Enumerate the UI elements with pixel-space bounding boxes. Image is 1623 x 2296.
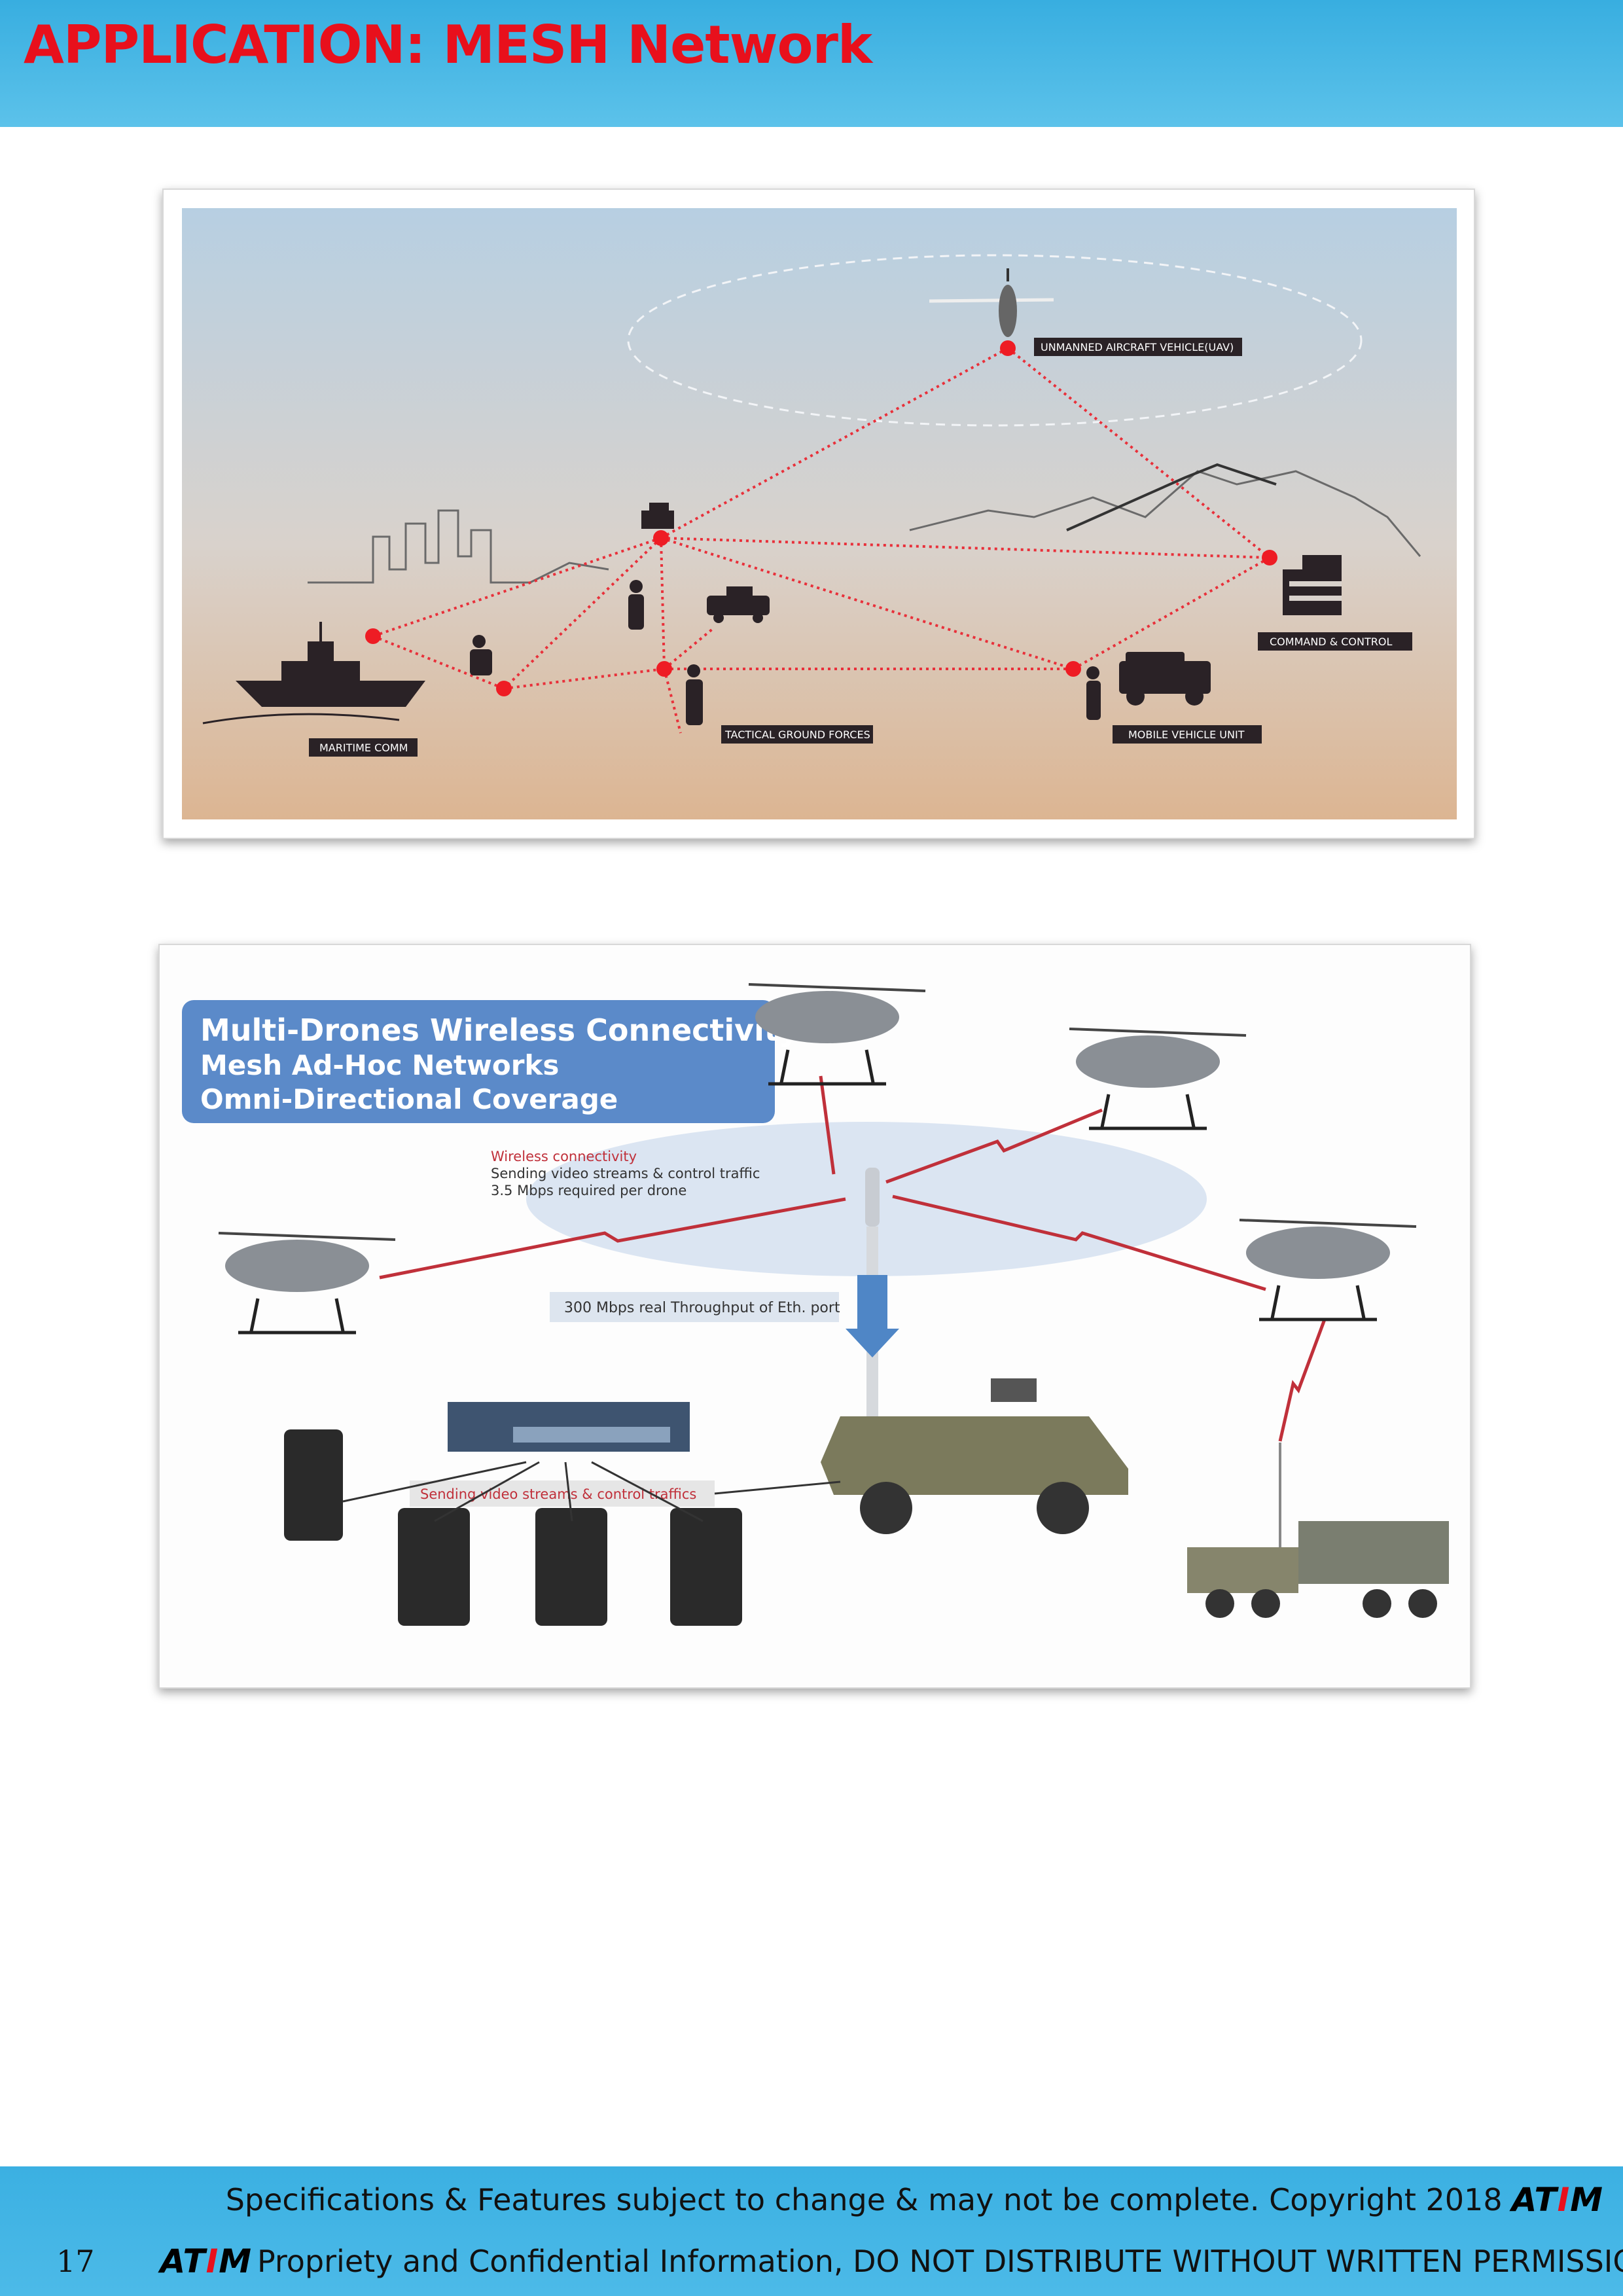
page-header: APPLICATION: MESH Network xyxy=(0,0,1623,127)
label-uav: UNMANNED AIRCRAFT VEHICLE(UAV) xyxy=(1034,338,1242,356)
command-building-icon xyxy=(1283,555,1342,615)
page-title: APPLICATION: MESH Network xyxy=(24,14,872,75)
confidential-text: Propriety and Confidential Information, … xyxy=(257,2244,1623,2279)
sending-label: Sending video streams & control traffics xyxy=(410,1480,715,1507)
wireless-line-2: 3.5 Mbps required per drone xyxy=(491,1183,687,1198)
label-mobile: MOBILE VEHICLE UNIT xyxy=(1113,725,1262,744)
armored-vehicle-icon xyxy=(821,1378,1128,1534)
multi-drone-illustration: Multi-Drones Wireless Connectivity Mesh … xyxy=(160,945,1470,1687)
label-maritime: MARITIME COMM xyxy=(309,738,418,757)
down-arrow-icon xyxy=(846,1275,899,1357)
city-skyline-icon xyxy=(308,509,609,584)
drone-icons xyxy=(218,983,1417,1335)
svg-text:Sending video streams & contro: Sending video streams & control traffics xyxy=(420,1486,696,1502)
truck-icon xyxy=(1187,1443,1449,1618)
footer-confidential: 17 ATIM Propriety and Confidential Infor… xyxy=(0,2242,1623,2280)
atim-logo-2: ATIM xyxy=(160,2242,252,2280)
svg-text:MARITIME COMM: MARITIME COMM xyxy=(319,742,408,754)
svg-text:UNMANNED AIRCRAFT VEHICLE(UAV): UNMANNED AIRCRAFT VEHICLE(UAV) xyxy=(1041,341,1234,353)
ship-icon xyxy=(202,622,425,725)
svg-text:300 Mbps real Throughput of Et: 300 Mbps real Throughput of Eth. port xyxy=(564,1300,840,1316)
feature-banner: Multi-Drones Wireless Connectivity Mesh … xyxy=(182,1000,798,1123)
svg-text:MOBILE VEHICLE UNIT: MOBILE VEHICLE UNIT xyxy=(1128,728,1245,741)
label-tactical: TACTICAL GROUND FORCES xyxy=(721,725,873,744)
uav-helicopter-icon xyxy=(929,268,1054,337)
radio-links xyxy=(379,1075,1327,1442)
armored-car-icon xyxy=(707,586,770,623)
soldier-icons xyxy=(470,580,1101,725)
label-command: COMMAND & CONTROL xyxy=(1258,632,1412,651)
uav-orbit xyxy=(627,254,1363,427)
cables xyxy=(342,1461,841,1522)
sky-background xyxy=(182,208,1457,819)
disclaimer-text: Specifications & Features subject to cha… xyxy=(225,2182,1503,2217)
network-switch-icon xyxy=(448,1402,690,1452)
atim-logo: ATIM xyxy=(1511,2181,1603,2219)
throughput-label: 300 Mbps real Throughput of Eth. port xyxy=(550,1292,840,1322)
svg-text:Omni-Directional Coverage: Omni-Directional Coverage xyxy=(200,1083,618,1115)
page-number: 17 xyxy=(56,2244,95,2279)
page-footer: Specifications & Features subject to cha… xyxy=(0,2166,1623,2296)
svg-text:Mesh Ad-Hoc Networks: Mesh Ad-Hoc Networks xyxy=(200,1049,559,1081)
ridge-icon xyxy=(1066,463,1277,531)
svg-text:COMMAND & CONTROL: COMMAND & CONTROL xyxy=(1270,636,1392,648)
mesh-network-diagram: UNMANNED AIRCRAFT VEHICLE(UAV) COMMAND &… xyxy=(162,188,1475,839)
wireless-title: Wireless connectivity xyxy=(491,1149,637,1164)
multi-drone-diagram: Multi-Drones Wireless Connectivity Mesh … xyxy=(158,944,1471,1689)
mesh-links xyxy=(372,347,1271,734)
hq-building-icon xyxy=(641,503,674,529)
mobile-vehicle-icon xyxy=(1119,652,1211,706)
mesh-network-illustration: UNMANNED AIRCRAFT VEHICLE(UAV) COMMAND &… xyxy=(182,208,1457,819)
wireless-line-1: Sending video streams & control traffic xyxy=(491,1166,760,1181)
svg-text:TACTICAL GROUND FORCES: TACTICAL GROUND FORCES xyxy=(724,728,870,741)
footer-disclaimer: Specifications & Features subject to cha… xyxy=(226,2181,1613,2219)
mesh-nodes xyxy=(365,340,1277,696)
ground-station-icons xyxy=(284,1429,742,1626)
svg-text:Multi-Drones Wireless Connecti: Multi-Drones Wireless Connectivity xyxy=(200,1013,798,1048)
